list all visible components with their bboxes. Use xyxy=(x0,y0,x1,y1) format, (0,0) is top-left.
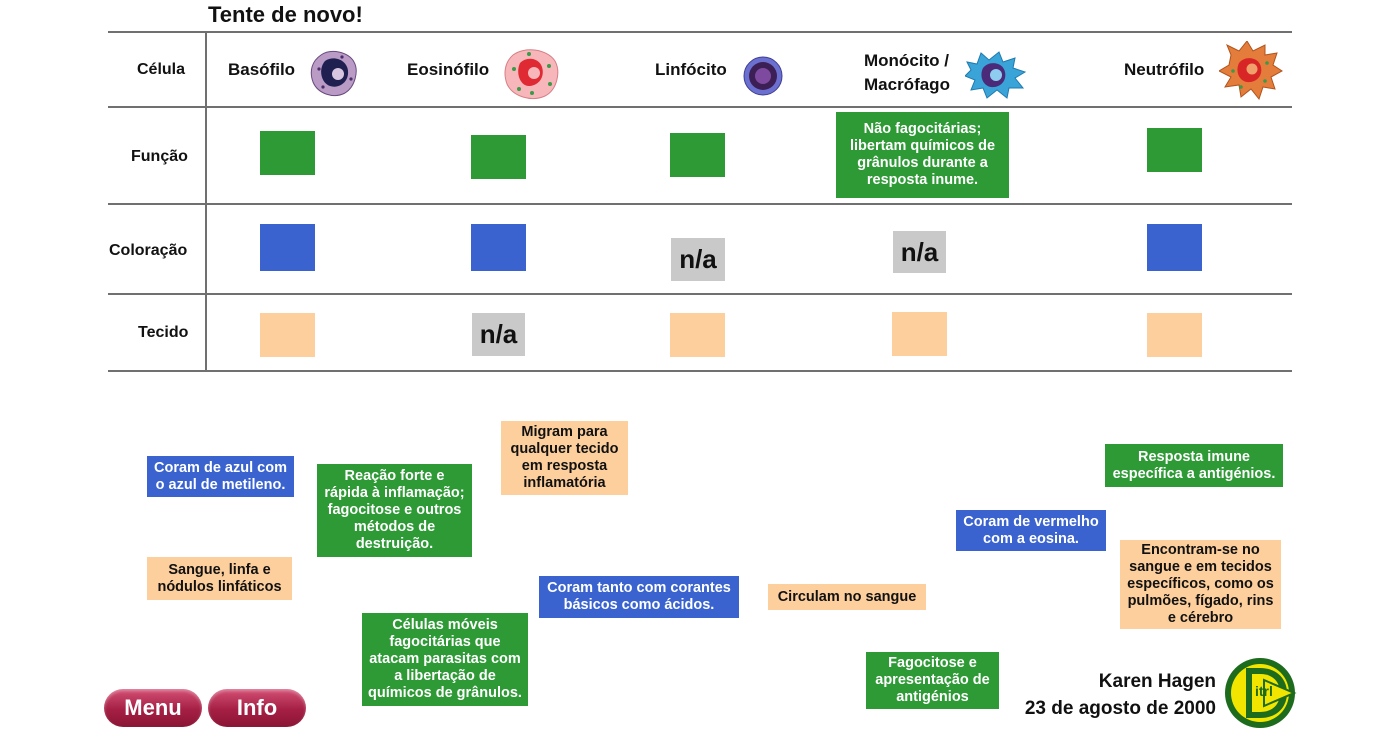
card-sangue-linfa[interactable]: Sangue, linfa e nódulos linfáticos xyxy=(147,557,292,600)
drop-slot-basofilo-coloracao[interactable] xyxy=(260,224,315,271)
drop-slot-linfocito-funcao[interactable] xyxy=(670,133,725,177)
card-migram[interactable]: Migram para qualquer tecido em resposta … xyxy=(501,421,628,495)
table-line-header xyxy=(108,106,1292,108)
ditrl-logo-icon[interactable]: itrl xyxy=(1224,656,1298,730)
column-monocito: Monócito / Macrófago xyxy=(864,51,950,94)
card-coram-ambos[interactable]: Coram tanto com corantes básicos como ác… xyxy=(539,576,739,618)
logo-text: itrl xyxy=(1255,683,1273,699)
drop-slot-basofilo-funcao[interactable] xyxy=(260,131,315,175)
column-basofilo: Basófilo xyxy=(228,60,296,79)
drop-slot-monocito-tecido[interactable] xyxy=(892,312,947,356)
column-neutrofilo: Neutrófilo xyxy=(1124,60,1205,79)
na-linfocito-coloracao: n/a xyxy=(671,238,725,281)
table-line-vertical xyxy=(205,31,207,372)
monocyte-icon xyxy=(964,50,1027,105)
info-button[interactable]: Info xyxy=(208,689,306,727)
card-coram-vermelho[interactable]: Coram de vermelho com a eosina. xyxy=(956,510,1106,551)
author-name: Karen Hagen xyxy=(1098,671,1216,692)
card-encontram-se[interactable]: Encontram-se no sangue e em tecidos espe… xyxy=(1120,540,1281,629)
card-fagocitose-apresentacao[interactable]: Fagocitose e apresentação de antigénios xyxy=(866,652,999,709)
basophil-icon xyxy=(309,49,359,102)
drop-slot-neutrofilo-tecido[interactable] xyxy=(1147,313,1202,357)
drop-slot-eosinofilo-funcao[interactable] xyxy=(471,135,526,179)
na-monocito-coloracao: n/a xyxy=(893,231,946,273)
table-line-bottom xyxy=(108,370,1292,372)
table-line-row2 xyxy=(108,293,1292,295)
menu-button[interactable]: Menu xyxy=(104,689,202,727)
eosinophil-icon xyxy=(503,47,561,106)
table-line-row1 xyxy=(108,203,1292,205)
na-eosinofilo-tecido: n/a xyxy=(472,313,525,356)
row-label-tecido: Tecido xyxy=(138,324,189,341)
drop-slot-linfocito-tecido[interactable] xyxy=(670,313,725,357)
lymphocyte-icon xyxy=(743,56,783,101)
placed-card-monocito-funcao[interactable]: Não fagocitárias; libertam químicos de g… xyxy=(836,112,1009,198)
column-eosinofilo: Eosinófilo xyxy=(407,60,490,79)
row-label-coloracao: Coloração xyxy=(109,242,188,259)
drop-slot-eosinofilo-coloracao[interactable] xyxy=(471,224,526,271)
card-reacao-forte[interactable]: Reação forte e rápida à inflamação; fago… xyxy=(317,464,472,557)
neutrophil-icon xyxy=(1217,40,1283,106)
card-resposta-imune[interactable]: Resposta imune específica a antigénios. xyxy=(1105,444,1283,487)
page-title: Tente de novo! xyxy=(208,2,363,27)
author-date: 23 de agosto de 2000 xyxy=(1024,698,1216,719)
drop-slot-basofilo-tecido[interactable] xyxy=(260,313,315,357)
drop-slot-neutrofilo-coloracao[interactable] xyxy=(1147,224,1202,271)
card-celulas-moveis[interactable]: Células móveis fagocitárias que atacam p… xyxy=(362,613,528,706)
column-linfocito: Linfócito xyxy=(655,60,727,79)
table-line-top xyxy=(108,31,1292,33)
header-cell-label: Célula xyxy=(137,61,186,78)
card-coram-azul[interactable]: Coram de azul com o azul de metileno. xyxy=(147,456,294,497)
card-circulam[interactable]: Circulam no sangue xyxy=(768,584,926,610)
row-label-funcao: Função xyxy=(131,148,188,165)
drop-slot-neutrofilo-funcao[interactable] xyxy=(1147,128,1202,172)
